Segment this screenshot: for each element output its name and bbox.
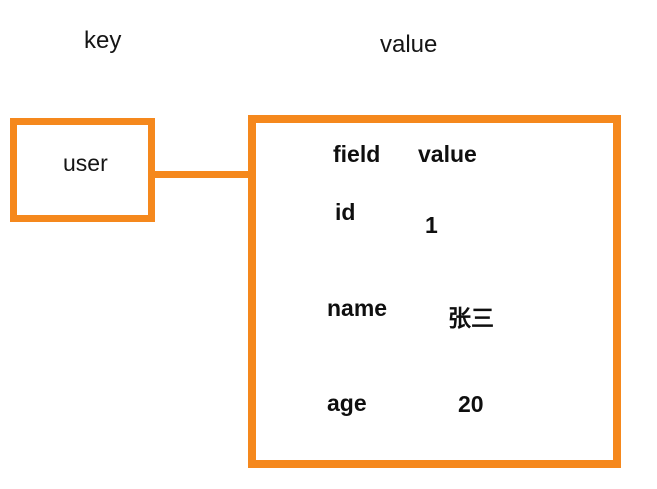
hash-row-field-name: name [327,295,388,321]
hash-header-field: field [333,141,381,167]
hash-row-value-id: 1 [425,212,438,238]
value-column-label: value [380,31,438,58]
hash-row-field-age: age [327,390,367,416]
key-column-label: key [84,27,122,54]
key-box-user: user [10,118,155,222]
hash-value-box: field value id 1 name 张三 age 20 [248,115,621,468]
key-box-label: user [63,150,108,176]
hash-row-value-age: 20 [458,391,484,417]
hash-row-value-name: 张三 [448,305,494,331]
connector-line [148,171,254,178]
hash-header-value: value [418,141,477,167]
hash-row-field-id: id [335,199,356,225]
